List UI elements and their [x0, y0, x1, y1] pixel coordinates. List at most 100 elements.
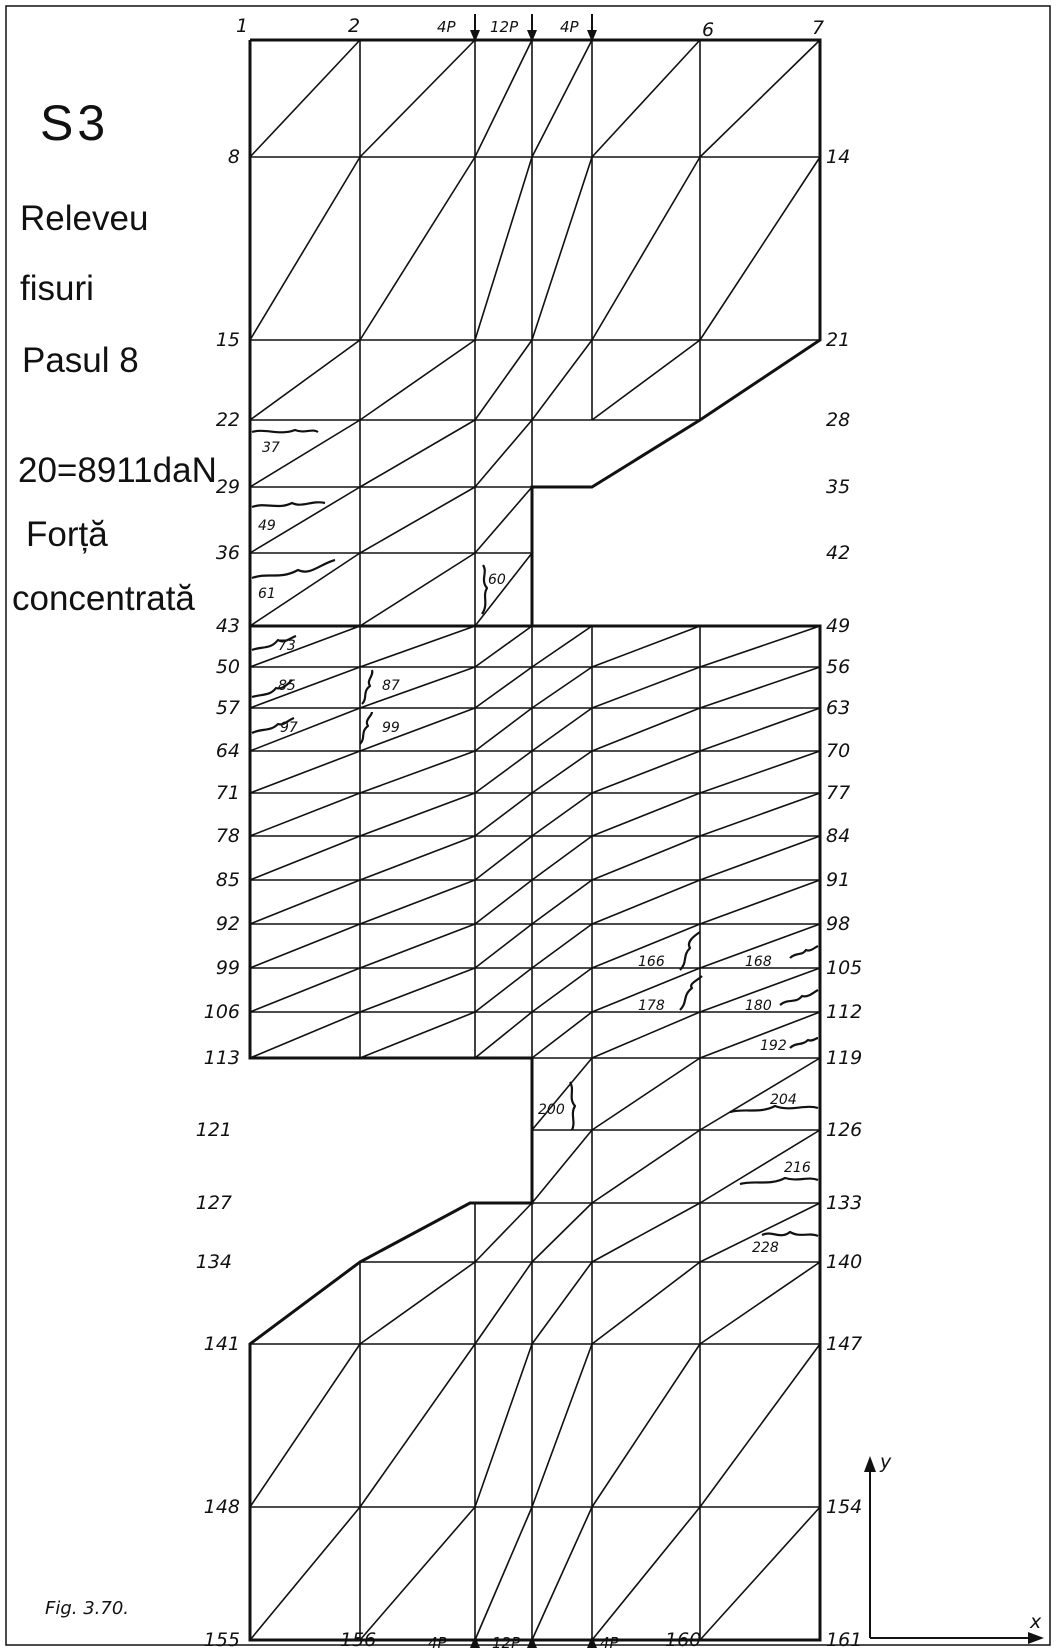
node-label: 22 — [216, 409, 240, 431]
mesh-line — [249, 967, 361, 1013]
mesh-line — [531, 835, 593, 881]
node-label: 148 — [204, 1496, 240, 1518]
mesh-line — [249, 707, 361, 752]
load-label: 4P — [600, 1634, 620, 1651]
mesh-line — [699, 923, 821, 969]
mesh-line — [591, 835, 701, 881]
mesh-line — [699, 1129, 821, 1204]
node-label: 57 — [216, 697, 240, 719]
mesh-line — [531, 967, 593, 1013]
node-label: 6 — [702, 19, 714, 41]
mesh-line — [591, 923, 701, 969]
mesh-line — [699, 750, 821, 794]
node-label: 78 — [216, 825, 240, 847]
mesh-line — [591, 1343, 701, 1508]
node-label: 119 — [826, 1047, 862, 1069]
node-label: 127 — [196, 1192, 232, 1214]
mesh-line — [591, 1057, 701, 1131]
figure-caption: Fig. 3.70. — [45, 1598, 129, 1619]
mesh-line — [591, 625, 701, 668]
node-label: 140 — [826, 1251, 862, 1273]
crack-label: 168 — [745, 954, 772, 970]
mesh-line — [531, 1202, 593, 1263]
mesh-line — [531, 1057, 593, 1131]
note-line-3: Pasul 8 — [22, 341, 139, 380]
crack-87 — [361, 669, 374, 705]
mesh-line — [699, 1202, 821, 1263]
mesh-line — [359, 923, 476, 969]
node-label: 126 — [826, 1119, 862, 1141]
mesh-line — [249, 1343, 361, 1508]
crack-85 — [251, 679, 293, 699]
crack-178 — [679, 975, 703, 1011]
node-label: 70 — [826, 740, 850, 762]
mesh-line — [474, 750, 533, 794]
node-label: 106 — [204, 1001, 240, 1023]
mesh-line — [591, 1506, 701, 1641]
mesh-line — [474, 339, 533, 421]
node-label: 155 — [204, 1629, 240, 1651]
crack-label: 85 — [278, 678, 296, 694]
node-label: 21 — [826, 329, 850, 351]
node-label: 64 — [216, 740, 240, 762]
crack-73 — [251, 634, 297, 652]
mesh-line — [359, 1343, 476, 1508]
mesh-line — [699, 835, 821, 881]
crack-61 — [251, 558, 336, 580]
node-label: 63 — [826, 697, 850, 719]
node-label: 50 — [216, 656, 240, 678]
node-label: 15 — [216, 329, 240, 351]
mesh-line — [591, 750, 701, 794]
specimen-title: S3 — [40, 95, 109, 151]
node-label: 121 — [196, 1119, 232, 1141]
crack-label: 200 — [538, 1102, 565, 1118]
mesh-line — [474, 625, 533, 668]
mesh-line — [249, 835, 361, 881]
crack-228 — [761, 1230, 819, 1238]
mesh-line — [474, 707, 533, 752]
node-label: 71 — [216, 782, 240, 804]
mesh-line — [249, 1011, 361, 1059]
mesh-line — [699, 792, 821, 837]
mesh-line — [531, 39, 593, 158]
mesh-line — [591, 339, 701, 421]
mesh-line — [249, 486, 361, 554]
mesh-line — [249, 552, 361, 627]
mesh-line — [359, 1261, 476, 1345]
y-axis-label: y — [879, 1451, 892, 1473]
mesh-line — [699, 1343, 821, 1508]
mesh-line — [474, 552, 533, 627]
crack-label: 192 — [760, 1038, 787, 1054]
mesh-line — [359, 1506, 476, 1641]
mesh-line — [474, 486, 533, 554]
mesh-line — [249, 339, 361, 421]
node-label: 99 — [216, 957, 240, 979]
node-label: 134 — [196, 1251, 232, 1273]
node-label: 113 — [204, 1047, 240, 1069]
node-label: 92 — [216, 913, 240, 935]
mesh-line — [531, 707, 593, 752]
mesh-line — [531, 666, 593, 709]
crack-label: 87 — [382, 678, 400, 694]
mesh-line — [474, 1506, 533, 1641]
node-label: 42 — [826, 542, 850, 564]
mesh-line — [474, 156, 533, 341]
mesh-line — [249, 923, 361, 969]
crack-label: 166 — [638, 954, 665, 970]
node-label: 160 — [665, 1629, 701, 1651]
mesh-line — [474, 1261, 533, 1345]
crack-216 — [739, 1176, 819, 1186]
crack-label: 97 — [280, 720, 298, 736]
node-label: 147 — [826, 1333, 862, 1355]
mesh-line — [249, 879, 361, 925]
mesh-line — [474, 923, 533, 969]
node-label: 56 — [826, 656, 850, 678]
node-label: 91 — [826, 869, 850, 891]
mesh-line — [249, 625, 361, 668]
crack-99 — [359, 711, 374, 745]
crack-60 — [481, 564, 489, 615]
crack-label: 73 — [278, 638, 296, 654]
mesh-line — [359, 707, 476, 752]
cracks — [251, 428, 819, 1238]
